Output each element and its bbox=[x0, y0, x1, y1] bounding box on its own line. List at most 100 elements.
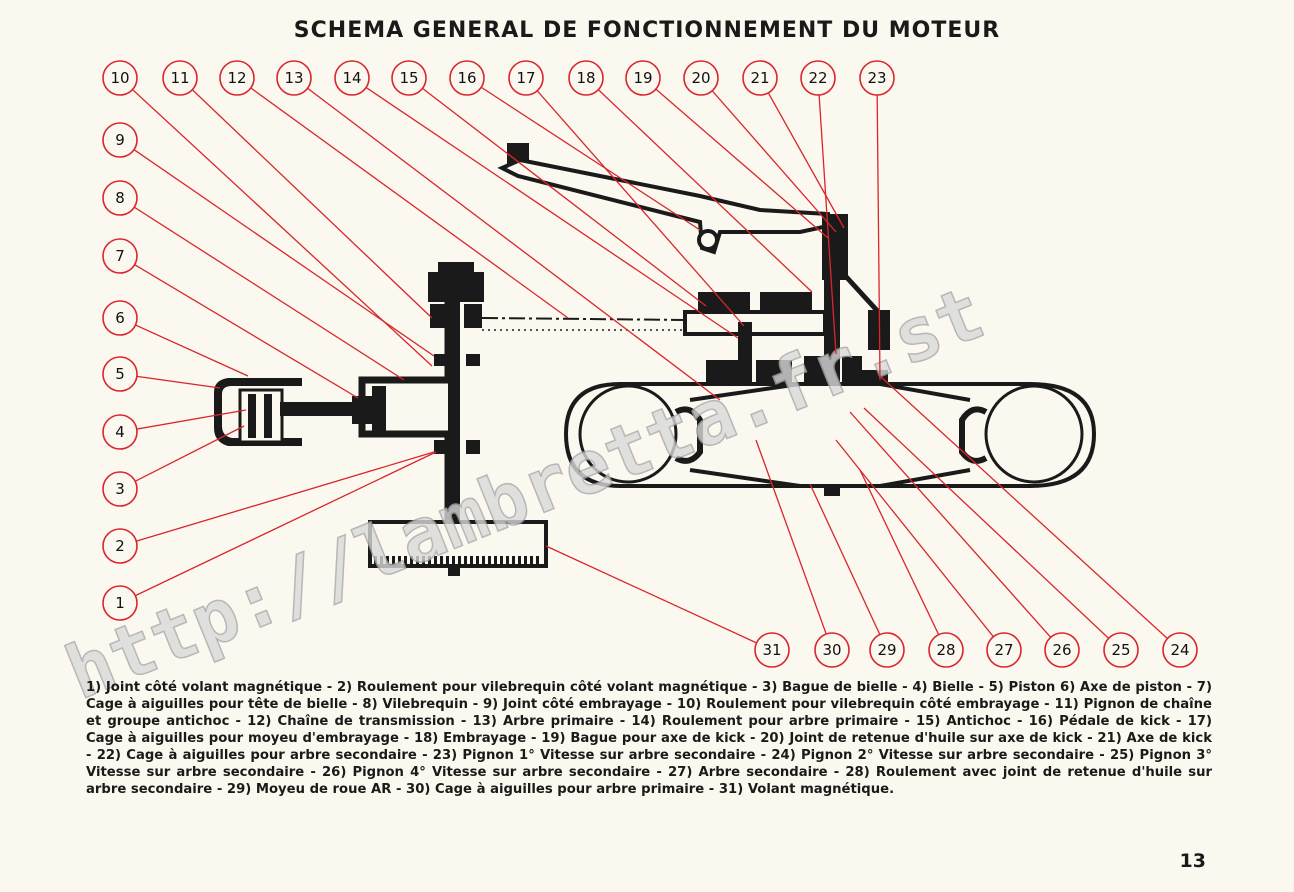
callout-26: 26 bbox=[1044, 632, 1080, 668]
callout-circle-18 bbox=[568, 60, 604, 96]
callout-10: 10 bbox=[102, 60, 138, 96]
callout-label-3: 3 bbox=[115, 480, 125, 498]
callout-7: 7 bbox=[102, 238, 138, 274]
callout-label-8: 8 bbox=[115, 189, 125, 207]
callout-13: 13 bbox=[276, 60, 312, 96]
callout-circle-19 bbox=[625, 60, 661, 96]
callout-label-31: 31 bbox=[762, 641, 781, 659]
callout-circle-7 bbox=[102, 238, 138, 274]
callout-2: 2 bbox=[102, 528, 138, 564]
callout-circle-5 bbox=[102, 356, 138, 392]
leader-lines bbox=[119, 77, 1181, 651]
callout-label-7: 7 bbox=[115, 247, 125, 265]
callout-label-28: 28 bbox=[936, 641, 955, 659]
callout-circle-24 bbox=[1162, 632, 1198, 668]
leader-line-13 bbox=[293, 77, 721, 401]
callout-circle-20 bbox=[683, 60, 719, 96]
leader-line-19 bbox=[642, 77, 829, 239]
callout-circle-25 bbox=[1103, 632, 1139, 668]
callout-label-17: 17 bbox=[516, 69, 535, 87]
callout-label-25: 25 bbox=[1111, 641, 1130, 659]
leader-line-31 bbox=[545, 545, 773, 651]
callout-circle-28 bbox=[928, 632, 964, 668]
leader-line-30 bbox=[755, 439, 833, 651]
callout-label-20: 20 bbox=[691, 69, 710, 87]
callout-1: 1 bbox=[102, 585, 138, 621]
leader-line-21 bbox=[759, 77, 845, 229]
callout-circle-17 bbox=[508, 60, 544, 96]
callout-19: 19 bbox=[625, 60, 661, 96]
callout-label-22: 22 bbox=[808, 69, 827, 87]
callout-label-13: 13 bbox=[284, 69, 303, 87]
callout-label-21: 21 bbox=[750, 69, 769, 87]
leader-line-15 bbox=[408, 77, 707, 307]
piston-crank bbox=[214, 262, 548, 576]
leader-line-2 bbox=[119, 451, 435, 547]
callout-14: 14 bbox=[334, 60, 370, 96]
callout-29: 29 bbox=[869, 632, 905, 668]
leader-line-27 bbox=[835, 439, 1005, 651]
leader-line-10 bbox=[119, 77, 433, 367]
leader-line-23 bbox=[876, 77, 881, 381]
callout-22: 22 bbox=[800, 60, 836, 96]
callout-25: 25 bbox=[1103, 632, 1139, 668]
callout-5: 5 bbox=[102, 356, 138, 392]
page-title: SCHEMA GENERAL DE FONCTIONNEMENT DU MOTE… bbox=[293, 18, 1001, 43]
leader-line-12 bbox=[236, 77, 569, 319]
callout-label-14: 14 bbox=[342, 69, 361, 87]
callout-label-5: 5 bbox=[115, 365, 125, 383]
callout-30: 30 bbox=[814, 632, 850, 668]
leader-line-1 bbox=[119, 451, 437, 604]
callout-circle-1 bbox=[102, 585, 138, 621]
callout-16: 16 bbox=[449, 60, 485, 96]
leader-line-20 bbox=[700, 77, 837, 233]
leader-line-3 bbox=[119, 425, 245, 490]
leader-line-6 bbox=[119, 317, 249, 377]
engine-mechanism bbox=[214, 143, 1097, 576]
callout-label-16: 16 bbox=[457, 69, 476, 87]
callout-label-6: 6 bbox=[115, 309, 125, 327]
callout-label-30: 30 bbox=[822, 641, 841, 659]
callout-18: 18 bbox=[568, 60, 604, 96]
leader-line-25 bbox=[863, 407, 1122, 651]
callout-label-12: 12 bbox=[227, 69, 246, 87]
leader-line-22 bbox=[817, 77, 837, 355]
leader-line-24 bbox=[879, 375, 1181, 651]
callout-circle-9 bbox=[102, 122, 138, 158]
callout-label-15: 15 bbox=[399, 69, 418, 87]
callout-label-10: 10 bbox=[110, 69, 129, 87]
callout-11: 11 bbox=[162, 60, 198, 96]
callout-27: 27 bbox=[986, 632, 1022, 668]
callout-circle-4 bbox=[102, 414, 138, 450]
callout-circle-2 bbox=[102, 528, 138, 564]
legend-text: 1) Joint côté volant magnétique - 2) Rou… bbox=[86, 680, 1212, 797]
wheel-hub bbox=[563, 382, 1097, 488]
callout-4: 4 bbox=[102, 414, 138, 450]
callout-circle-12 bbox=[219, 60, 255, 96]
callout-6: 6 bbox=[102, 300, 138, 336]
callout-label-26: 26 bbox=[1052, 641, 1071, 659]
leader-line-26 bbox=[849, 411, 1063, 651]
callout-label-4: 4 bbox=[115, 423, 125, 441]
leader-line-28 bbox=[859, 469, 947, 651]
callout-12: 12 bbox=[219, 60, 255, 96]
callout-28: 28 bbox=[928, 632, 964, 668]
callout-8: 8 bbox=[102, 180, 138, 216]
callout-label-9: 9 bbox=[115, 131, 125, 149]
callout-circle-29 bbox=[869, 632, 905, 668]
callout-label-27: 27 bbox=[994, 641, 1013, 659]
callout-17: 17 bbox=[508, 60, 544, 96]
callout-circle-13 bbox=[276, 60, 312, 96]
callout-label-19: 19 bbox=[633, 69, 652, 87]
leader-line-16 bbox=[466, 77, 701, 231]
callout-circle-8 bbox=[102, 180, 138, 216]
leader-line-29 bbox=[809, 483, 888, 651]
callout-label-23: 23 bbox=[867, 69, 886, 87]
callout-label-11: 11 bbox=[170, 69, 189, 87]
callout-20: 20 bbox=[683, 60, 719, 96]
callout-label-2: 2 bbox=[115, 537, 125, 555]
callout-circle-30 bbox=[814, 632, 850, 668]
leader-line-17 bbox=[525, 77, 745, 327]
